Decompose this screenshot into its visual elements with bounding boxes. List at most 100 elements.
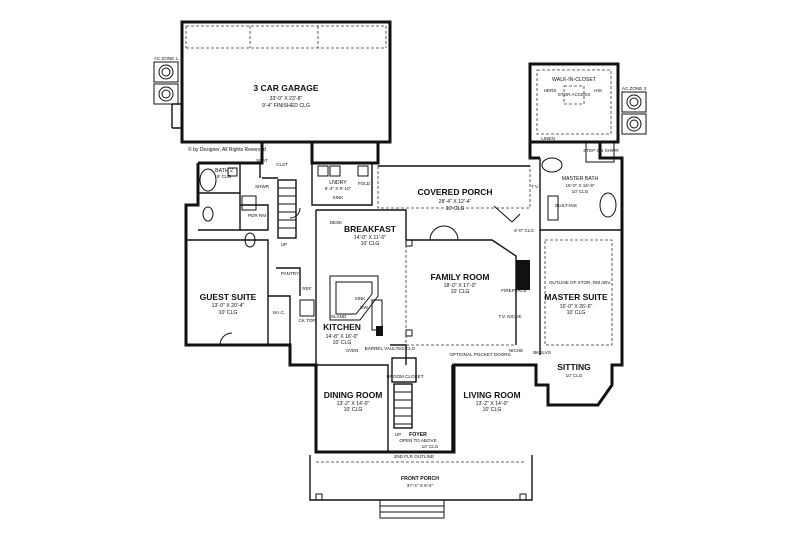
- family-room-fireplace: FIREPLACE: [501, 288, 527, 293]
- covered-porch-name: COVERED PORCH: [417, 187, 492, 197]
- family-room: FAMILY ROOM 18'-0" X 17'-0" 10' CLG FIRE…: [405, 205, 534, 346]
- guest-suite-dim: 13'-0" X 20'-4": [212, 303, 245, 309]
- front-porch: FRONT PORCH 37'-4" X 8'-4": [309, 455, 533, 519]
- laundry-dim: 6'-4" X 8'-10": [325, 186, 352, 191]
- guest-suite-name: GUEST SUITE: [200, 292, 257, 302]
- laundry-name: LNDRY: [329, 180, 347, 186]
- kitchen-pantry: PANTRY: [281, 271, 299, 276]
- laundry-fold: FOLD: [358, 181, 371, 186]
- master-bath-step: STEP ON SHWR: [583, 148, 619, 153]
- wic-name: WALK-IN-CLOSET: [552, 77, 597, 83]
- kitchen-dw: DW: [360, 305, 368, 310]
- kitchen-cooktop: CK TOP: [299, 318, 316, 323]
- ac-zone-3: AC ZONE 3: [622, 86, 647, 91]
- kitchen-dim: 14'-8" X 16'-0": [326, 334, 359, 340]
- bath2-clst: CLST: [276, 162, 288, 167]
- master-bath-linen: LINEN: [541, 136, 555, 141]
- foyer-name: FOYER: [409, 432, 427, 438]
- service-stair: UP: [277, 179, 297, 247]
- sitting-name: SITTING: [557, 362, 591, 372]
- dining-room-dim: 13'-2" X 14'-0": [337, 401, 370, 407]
- living-room: LIVING ROOM 13'-2" X 14'-0" 10' CLG OPTI…: [449, 348, 536, 413]
- wic-hers: HERS: [544, 88, 557, 93]
- front-porch-name: FRONT PORCH: [401, 476, 439, 482]
- living-room-dim: 13'-2" X 14'-0": [476, 401, 509, 407]
- living-room-niche: NICHE: [509, 348, 523, 353]
- breakfast-dim: 14'-0" X 11'-0": [354, 235, 387, 241]
- sitting-bkslvs: BKSLVS: [533, 350, 551, 355]
- master-suite-dim: 15'-0" X 26'-6": [560, 304, 593, 310]
- living-room-pocket: OPTIONAL POCKET DOORS: [449, 352, 510, 357]
- family-room-tv: T.V. NICHE: [498, 314, 521, 319]
- covered-porch-dim: 28'-4" X 12'-4": [439, 199, 472, 205]
- bath2-shwr: SHWR: [255, 184, 270, 189]
- broom-label: BROOM CLOSET: [386, 374, 423, 379]
- family-room-nook: 6'-0" CLG: [514, 228, 534, 233]
- laundry: LNDRY 6'-4" X 8'-10" SINK FOLD: [311, 163, 373, 206]
- kitchen-island: ISLAND: [330, 314, 347, 319]
- kitchen-note: 10' CLG: [333, 340, 352, 346]
- garage-name: 3 CAR GARAGE: [253, 83, 319, 93]
- kitchen: KITCHEN 14'-8" X 16'-0" 10' CLG PANTRY I…: [276, 267, 383, 353]
- bath2-name: BATH 2: [215, 168, 233, 174]
- powder-name: PDR RM: [248, 213, 266, 218]
- dining-room-name: DINING ROOM: [324, 390, 383, 400]
- bath-2: BATH 2 9' CLG SEAT CLST SHWR: [198, 158, 288, 231]
- door-swings: [219, 207, 459, 346]
- dining-room: DINING ROOM 13'-2" X 14'-0" 10' CLG: [316, 364, 389, 452]
- breakfast-note: 10' CLG: [361, 241, 380, 247]
- barrel-label: BARREL VAULTED CLG: [365, 346, 416, 351]
- front-porch-dim: 37'-4" X 8'-4": [407, 483, 434, 488]
- family-room-note: 10' CLG: [451, 289, 470, 295]
- foyer: FOYER OPEN TO ABOVE 10' CLG UP 2ND FLR O…: [393, 365, 453, 459]
- foyer-note2: 10' CLG: [422, 444, 439, 449]
- laundry-sink: SINK: [333, 195, 345, 200]
- breakfast-desk: DESK: [330, 220, 343, 225]
- garage-note: 9'-4" FINISHED CLG: [262, 103, 310, 109]
- breakfast-name: BREAKFAST: [344, 224, 397, 234]
- guest-suite-note: 10' CLG: [219, 310, 238, 316]
- breakfast: BREAKFAST 14'-0" X 11'-0" 10' CLG DESK: [315, 209, 407, 365]
- family-room-name: FAMILY ROOM: [430, 272, 489, 282]
- barrel-vault: BARREL VAULTED CLG BROOM CLOSET: [365, 344, 424, 383]
- master-bath-note: 10' CLG: [572, 189, 589, 194]
- garage-dim: 33'-0" X 23'-8": [270, 96, 303, 102]
- master-suite-note: 10' CLG: [567, 310, 586, 316]
- kitchen-sink: SINK: [355, 296, 367, 301]
- ac-units-left: AC ZONE 1: [153, 56, 179, 105]
- living-room-note: 10' CLG: [483, 407, 502, 413]
- master-suite-outline: OUTLINE OF STOR. RM ABV.: [549, 280, 611, 285]
- covered-porch-note: 10' CLG: [446, 206, 465, 212]
- master-suite: MASTER SUITE 15'-0" X 26'-6" 10' CLG OUT…: [539, 230, 613, 355]
- bath2-seat: SEAT: [256, 158, 268, 163]
- dining-room-note: 10' CLG: [344, 407, 363, 413]
- guest-suite-wic: W.I.C.: [273, 310, 286, 315]
- garage: 3 CAR GARAGE 33'-0" X 23'-8" 9'-4" FINIS…: [171, 20, 392, 153]
- master-suite-name: MASTER SUITE: [544, 292, 608, 302]
- kitchen-name: KITCHEN: [323, 322, 361, 332]
- sitting: SITTING 10' CLG BKSLVS: [533, 350, 591, 378]
- kitchen-ref: REF: [302, 286, 311, 291]
- living-room-name: LIVING ROOM: [463, 390, 520, 400]
- ac-units-right: AC ZONE 3: [621, 86, 647, 135]
- ac-zone-1: AC ZONE 1: [154, 56, 179, 61]
- master-bath: MASTER BATH 15'-0" X 15'-8" 10' CLG LINE…: [531, 136, 622, 231]
- foyer-up: UP: [395, 432, 401, 437]
- family-room-dim: 18'-0" X 17'-0": [444, 283, 477, 289]
- wic-stor: STOR ACCESS: [558, 92, 591, 97]
- kitchen-oven: OVEN: [345, 348, 358, 353]
- sitting-note: 10' CLG: [566, 373, 583, 378]
- master-bath-name: MASTER BATH: [562, 176, 599, 182]
- master-bath-builtins: BUILT-INS: [555, 203, 577, 208]
- covered-porch: COVERED PORCH 28'-4" X 12'-4" 10' CLG: [377, 165, 531, 212]
- copyright: © by Designer, All Rights Reserved: [188, 146, 266, 153]
- wic-his: HIS: [594, 88, 602, 93]
- walk-in-closet: WALK-IN-CLOSET HERS HIS STOR ACCESS: [528, 62, 620, 144]
- master-bath-tv: T.V.: [531, 184, 539, 189]
- master-bath-dim: 15'-0" X 15'-8": [565, 183, 594, 188]
- foyer-note: OPEN TO ABOVE: [399, 438, 436, 443]
- foyer-2nd-flr: 2ND FLR OUTLINE: [394, 454, 434, 459]
- guest-suite: GUEST SUITE 13'-0" X 20'-4" 10' CLG W.I.…: [186, 239, 291, 345]
- bath2-note: 9' CLG: [217, 174, 232, 179]
